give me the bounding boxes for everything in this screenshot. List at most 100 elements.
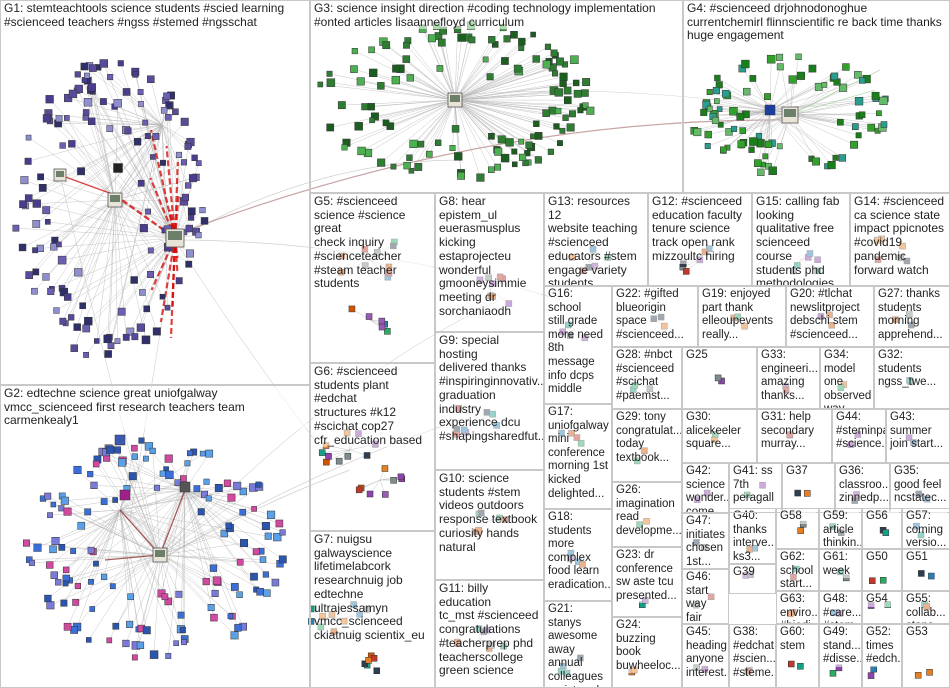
- group-label-g56: G56: [866, 510, 899, 524]
- group-box-g61: G61: week: [819, 549, 862, 591]
- group-box-g54: G54: [862, 591, 902, 624]
- group-box-g11: G11: billy education tc_mst #scienceed c…: [435, 580, 544, 688]
- group-label-g26: G26: imagination read developme...: [616, 484, 679, 538]
- group-label-g39: G39: [733, 566, 773, 580]
- group-box-g16: G16: school still grade more need 8th me…: [544, 286, 612, 404]
- group-box-g30: G30: alicekeeler square...: [682, 409, 757, 463]
- group-box-g24: G24: buzzing book buwheeloc...: [612, 617, 682, 688]
- group-label-g36: G36: classroo... zinnedp...: [839, 465, 887, 506]
- group-box-g25: G25: [682, 347, 757, 409]
- group-box-g6: G6: #scienceed students plant #edchat st…: [310, 363, 435, 531]
- group-box-g28: G28: #nbct #scienceed #scichat #paemst..…: [612, 347, 682, 409]
- group-label-g41: G41: ss 7th peragall: [733, 465, 779, 506]
- group-label-g59: G59: article thinkin...: [823, 510, 859, 549]
- group-label-g53: G53: [906, 626, 947, 640]
- group-box-g42: G42: science wonder... come...: [682, 463, 729, 513]
- group-label-g58: G58: [780, 510, 816, 524]
- group-label-g13: G13: resources 12 website teaching #scie…: [548, 195, 645, 286]
- group-box-g12: G12: #scienceed education faculty tenure…: [648, 193, 752, 286]
- group-label-g54: G54: [866, 593, 899, 607]
- group-label-g63: G63: enviro... #biodi...: [780, 593, 816, 624]
- group-label-g9: G9: special hosting delivered thanks #in…: [439, 334, 541, 444]
- group-box-g1: G1: stemteachtools science students #sci…: [0, 0, 310, 385]
- group-box-g46: G46: start way fair school...: [682, 569, 729, 624]
- group-box-g53: G53: [902, 624, 950, 688]
- group-label-g18: G18: students more complex food learn er…: [548, 511, 609, 593]
- group-box-g4: G4: #scienceed drjohnodonoghue currentch…: [683, 0, 950, 193]
- group-box-g40: G40: thanks interve... ks3...: [729, 508, 776, 564]
- group-label-g34: G34: model one observed way ws...: [824, 349, 871, 409]
- group-box-g47: G47: initiates chosen 1st...: [682, 513, 729, 569]
- group-label-g43: G43: summer join start...: [890, 411, 947, 452]
- group-label-g48: G48: #care... #stem...: [823, 593, 859, 624]
- group-box-g19: G19: enjoyed part thank elleoupevents re…: [698, 286, 786, 347]
- group-label-g50: G50: [866, 551, 899, 565]
- group-label-g49: G49: stand... #disse...: [823, 626, 859, 667]
- group-label-g21: G21: stanys awesome away annual colleagu…: [548, 603, 609, 688]
- group-label-g4: G4: #scienceed drjohnodonoghue currentch…: [687, 2, 947, 43]
- group-label-g55: G55: collab... stans...: [906, 593, 947, 624]
- group-label-g5: G5: #scienceed science #science great ch…: [314, 195, 432, 291]
- group-label-g37: G37: [786, 465, 832, 479]
- group-box-g10: G10: science students #stem videos outdo…: [435, 470, 544, 580]
- group-box-g5: G5: #scienceed science #science great ch…: [310, 193, 435, 363]
- group-label-g22: G22: #gifted blueorigin space #scienceed…: [616, 288, 695, 342]
- group-box-g43: G43: summer join start...: [886, 409, 950, 463]
- group-label-g31: G31: help secondary murray...: [761, 411, 829, 452]
- group-label-g8: G8: hear epistem_ul euerasmusplus kickin…: [439, 195, 541, 318]
- group-box-g8: G8: hear epistem_ul euerasmusplus kickin…: [435, 193, 544, 332]
- group-label-g27: G27: thanks students morning apprehend..…: [878, 288, 947, 342]
- group-label-g2: G2: edtechne science great uniofgalway v…: [4, 387, 307, 428]
- group-box-g29: G29: tony congratulat... today textbook.…: [612, 409, 682, 482]
- group-box-g38: G38: #edchat #scien... #steme...: [729, 624, 776, 688]
- group-box-g52: G52: times #edch...: [862, 624, 902, 688]
- group-box-g26: G26: imagination read developme...: [612, 482, 682, 547]
- group-label-g46: G46: start way fair school...: [686, 571, 726, 624]
- group-label-g51: G51: [906, 551, 947, 565]
- group-box-g34: G34: model one observed way ws...: [820, 347, 874, 409]
- group-box-g59: G59: article thinkin...: [819, 508, 862, 549]
- group-label-g47: G47: initiates chosen 1st...: [686, 515, 726, 569]
- group-label-g38: G38: #edchat #scien... #steme...: [733, 626, 773, 680]
- group-box-g35: G35: good feel ncstatec...: [890, 463, 950, 513]
- group-label-g28: G28: #nbct #scienceed #scichat #paemst..…: [616, 349, 679, 403]
- group-box-g14: G14: #scienceed ca science state impact …: [850, 193, 950, 286]
- group-box-g22: G22: #gifted blueorigin space #scienceed…: [612, 286, 698, 347]
- group-box-g33: G33: engineeri... amazing thanks...: [757, 347, 820, 409]
- group-box-g7: G7: nuigsu galwayscience lifetimelabcork…: [310, 531, 435, 688]
- group-box-g39: G39: [729, 564, 776, 594]
- group-box-g21: G21: stanys awesome away annual colleagu…: [544, 601, 612, 688]
- group-box-g45: G45: heading anyone interest...: [682, 624, 729, 688]
- group-label-g11: G11: billy education tc_mst #scienceed c…: [439, 582, 541, 678]
- group-label-g35: G35: good feel ncstatec...: [894, 465, 947, 506]
- group-box-g36: G36: classroo... zinnedp...: [835, 463, 890, 513]
- group-label-g3: G3: science insight direction #coding te…: [314, 2, 680, 29]
- group-label-g42: G42: science wonder... come...: [686, 465, 726, 513]
- group-box-g18: G18: students more complex food learn er…: [544, 509, 612, 601]
- group-box-g55: G55: collab... stans...: [902, 591, 950, 624]
- group-label-g7: G7: nuigsu galwayscience lifetimelabcork…: [314, 533, 432, 643]
- group-label-g61: G61: week: [823, 551, 859, 578]
- group-box-g32: G32: students ngss_twe...: [874, 347, 950, 409]
- group-box-g13: G13: resources 12 website teaching #scie…: [544, 193, 648, 286]
- group-label-g20: G20: #tlchat newslitproject debschi stem…: [790, 288, 871, 342]
- group-box-g23: G23: dr conference sw aste tcu presented…: [612, 547, 682, 617]
- group-label-g14: G14: #scienceed ca science state impact …: [854, 195, 947, 277]
- group-label-g62: G62: school start...: [780, 551, 816, 591]
- group-box-g3: G3: science insight direction #coding te…: [310, 0, 683, 193]
- group-box-g56: G56: [862, 508, 902, 549]
- group-label-g33: G33: engineeri... amazing thanks...: [761, 349, 817, 403]
- group-label-g12: G12: #scienceed education faculty tenure…: [652, 195, 749, 264]
- group-label-g57: G57: coming versio...: [906, 510, 947, 549]
- group-label-g19: G19: enjoyed part thank elleoupevents re…: [702, 288, 783, 342]
- group-label-g1: G1: stemteachtools science students #sci…: [4, 2, 307, 29]
- group-box-g15: G15: calling fab looking qualitative fre…: [752, 193, 850, 286]
- group-label-g32: G32: students ngss_twe...: [878, 349, 947, 390]
- group-box-g49: G49: stand... #disse...: [819, 624, 862, 688]
- group-label-g60: G60: stem: [780, 626, 816, 653]
- group-box-g2: G2: edtechne science great uniofgalway v…: [0, 385, 310, 688]
- group-box-g63: G63: enviro... #biodi...: [776, 591, 819, 624]
- group-box-g44: G44: #steminpa #science...: [832, 409, 886, 463]
- group-label-g15: G15: calling fab looking qualitative fre…: [756, 195, 847, 286]
- group-label-g29: G29: tony congratulat... today textbook.…: [616, 411, 679, 465]
